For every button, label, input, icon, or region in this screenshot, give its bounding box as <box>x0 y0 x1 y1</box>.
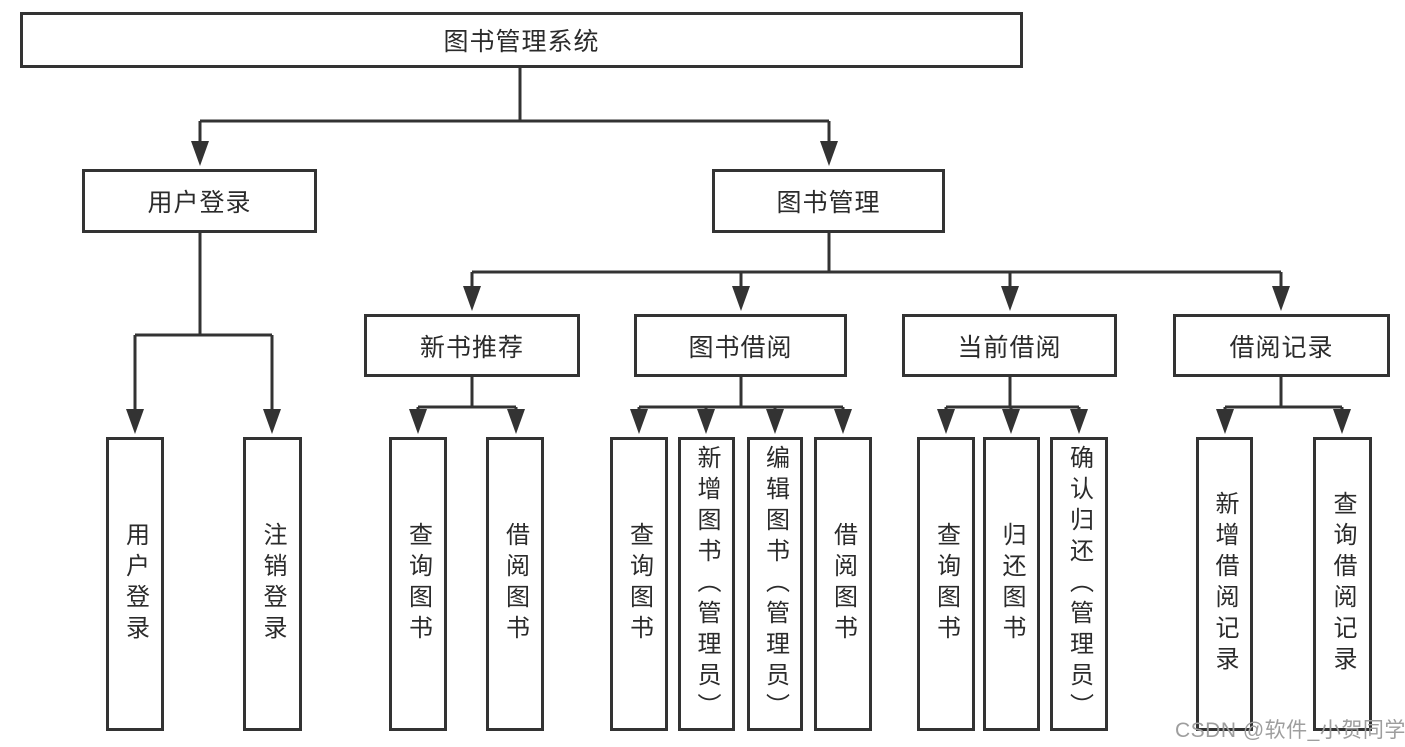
leaf-add-borrow-record: 新增借阅记录 <box>1196 437 1253 731</box>
leaf-add-books-admin: 新增图书（管理员） <box>678 437 735 731</box>
leaf-confirm-return-admin: 确认归还（管理员） <box>1050 437 1108 731</box>
leaf-return-books: 归还图书 <box>983 437 1040 731</box>
leaf-borrow-books-recommend: 借阅图书 <box>486 437 544 731</box>
csdn-watermark: CSDN @软件_小贺同学 <box>1175 719 1405 742</box>
leaf-logout: 注销登录 <box>243 437 302 731</box>
node-borrow-records: 借阅记录 <box>1173 314 1390 377</box>
leaf-query-books-recommend: 查询图书 <box>389 437 447 731</box>
leaf-user-login: 用户登录 <box>106 437 164 731</box>
leaf-query-books-borrow: 查询图书 <box>610 437 668 731</box>
node-new-book-recommend: 新书推荐 <box>364 314 580 377</box>
arrowheads <box>126 141 1351 434</box>
node-user-login: 用户登录 <box>82 169 317 233</box>
leaf-edit-books-admin: 编辑图书（管理员） <box>747 437 803 731</box>
node-book-borrow: 图书借阅 <box>634 314 847 377</box>
node-current-borrow: 当前借阅 <box>902 314 1117 377</box>
leaf-borrow-books: 借阅图书 <box>814 437 872 731</box>
node-book-management: 图书管理 <box>712 169 945 233</box>
leaf-query-borrow-record: 查询借阅记录 <box>1313 437 1372 731</box>
node-library-management-system: 图书管理系统 <box>20 12 1023 68</box>
leaf-query-books-current: 查询图书 <box>917 437 975 731</box>
